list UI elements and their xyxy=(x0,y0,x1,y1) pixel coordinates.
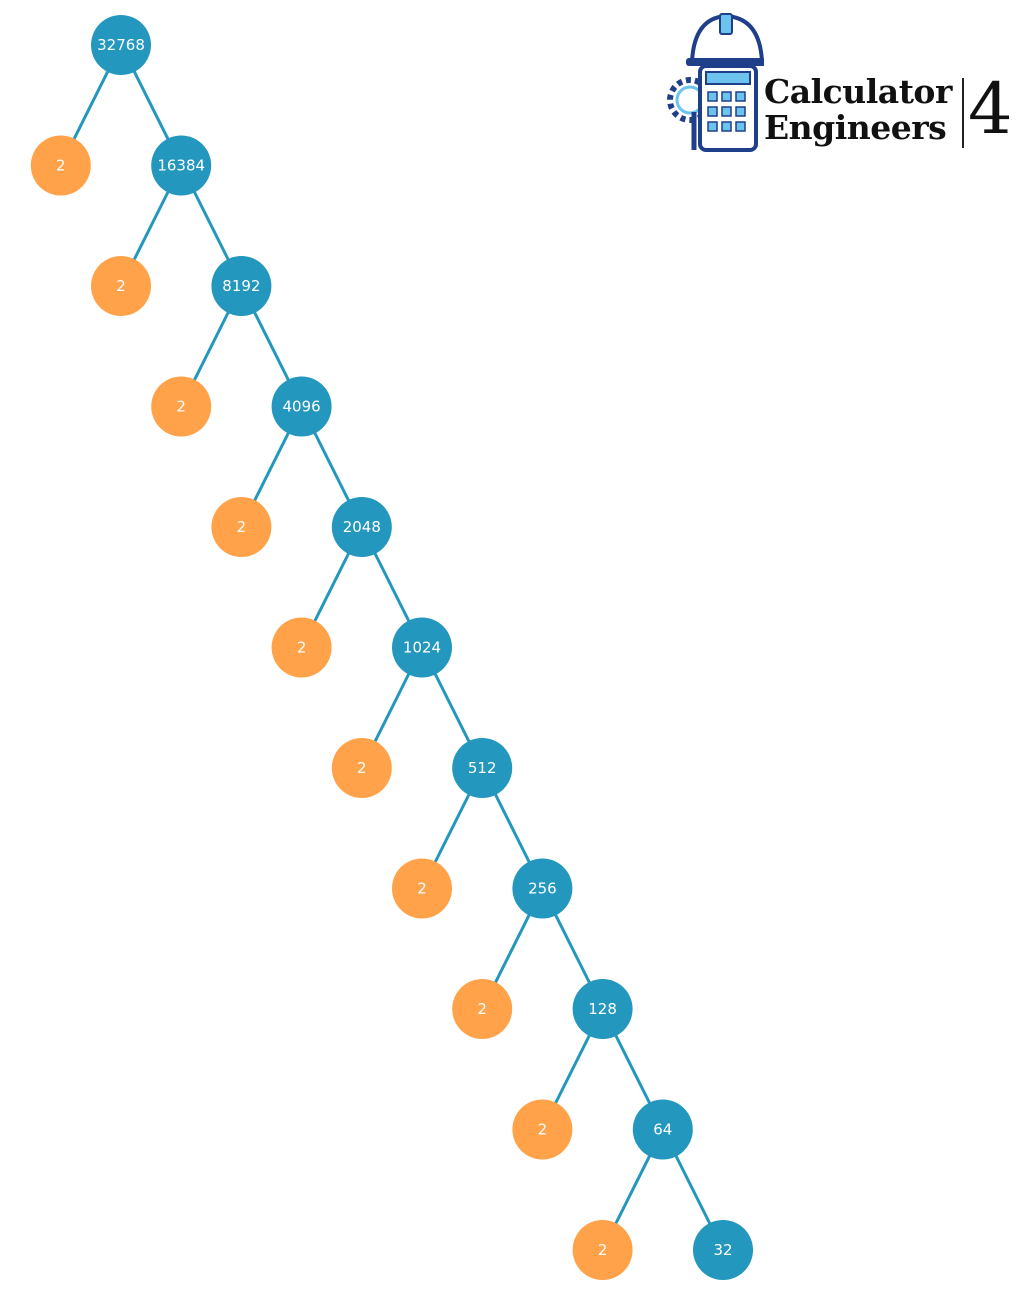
calculator-helmet-icon xyxy=(667,13,766,152)
composite-node: 4096 xyxy=(271,376,332,437)
logo-line-1: Calculator xyxy=(764,72,952,111)
composite-node-circle xyxy=(392,617,452,678)
prime-factor-node-circle xyxy=(452,979,513,1039)
tree-nodes: 2 32768 2 16384 2 8192 2 4096 2 2048 2 1024 2 512 2 256… xyxy=(30,15,753,1280)
composite-node-circle xyxy=(211,256,272,316)
prime-factor-node-label: 2 xyxy=(297,639,307,657)
prime-factor-node-label: 2 xyxy=(598,1241,608,1259)
logo-divider xyxy=(962,78,964,148)
composite-node: 2048 xyxy=(331,497,392,557)
composite-node: 32768 xyxy=(91,15,151,75)
prime-factor-node-label: 2 xyxy=(56,157,66,175)
prime-factor-node-circle xyxy=(512,1099,573,1160)
composite-node: 256 xyxy=(512,858,573,919)
prime-factor-node-label: 2 xyxy=(176,398,186,416)
composite-node: 1024 xyxy=(392,617,452,678)
composite-node-circle xyxy=(151,135,212,196)
prime-factor-node-circle xyxy=(30,135,91,196)
prime-factor-node-circle xyxy=(151,376,212,437)
prime-factor-node: 2 xyxy=(392,858,452,919)
composite-node: 128 xyxy=(572,979,633,1039)
composite-node: 512 xyxy=(452,738,513,798)
composite-node-circle xyxy=(693,1220,753,1280)
prime-factor-node-label: 2 xyxy=(116,277,126,295)
composite-node-label: 2048 xyxy=(343,518,381,536)
prime-factor-node: 2 xyxy=(151,376,212,437)
prime-factor-node: 2 xyxy=(512,1099,573,1160)
prime-factor-node-label: 2 xyxy=(357,759,367,777)
prime-factor-node-circle xyxy=(331,738,392,798)
tree-edges xyxy=(59,44,725,1251)
prime-factor-node: 2 xyxy=(331,738,392,798)
prime-factor-node: 2 xyxy=(452,979,513,1039)
composite-node-circle xyxy=(572,979,633,1039)
composite-node-label: 128 xyxy=(588,1000,617,1018)
composite-node-label: 8192 xyxy=(222,277,260,295)
calculator4engineers-logo[interactable]: Calculator Engineers 4 xyxy=(664,12,1014,162)
composite-node-label: 32768 xyxy=(97,36,145,54)
composite-node-label: 64 xyxy=(653,1121,672,1139)
composite-node: 8192 xyxy=(211,256,272,316)
prime-factor-node-circle xyxy=(91,256,151,316)
logo-wordmark: Calculator Engineers xyxy=(764,74,952,146)
prime-factor-node-label: 2 xyxy=(477,1000,487,1018)
prime-factor-node: 2 xyxy=(91,256,151,316)
prime-factor-node-circle xyxy=(211,497,272,557)
composite-node-label: 256 xyxy=(528,880,557,898)
logo-line-2: Engineers xyxy=(764,108,947,147)
prime-factor-node: 2 xyxy=(271,617,332,678)
prime-factor-node: 2 xyxy=(30,135,91,196)
composite-node-circle xyxy=(271,376,332,437)
prime-factor-node-label: 2 xyxy=(237,518,247,536)
prime-factor-node-circle xyxy=(271,617,332,678)
composite-node-circle xyxy=(632,1099,693,1160)
composite-node: 64 xyxy=(632,1099,693,1160)
composite-node-label: 32 xyxy=(713,1241,732,1259)
prime-factor-node-circle xyxy=(572,1220,633,1280)
composite-node-circle xyxy=(512,858,573,919)
composite-node-circle xyxy=(452,738,513,798)
composite-node-label: 16384 xyxy=(157,157,205,175)
prime-factor-node-circle xyxy=(392,858,452,919)
prime-factor-node-label: 2 xyxy=(417,880,427,898)
composite-node: 16384 xyxy=(151,135,212,196)
composite-node-circle xyxy=(331,497,392,557)
composite-node: 32 xyxy=(693,1220,753,1280)
prime-factor-node: 2 xyxy=(572,1220,633,1280)
composite-node-circle xyxy=(91,15,151,75)
prime-factor-node-label: 2 xyxy=(538,1121,548,1139)
composite-node-label: 4096 xyxy=(283,398,321,416)
prime-factor-node: 2 xyxy=(211,497,272,557)
composite-node-label: 1024 xyxy=(403,639,441,657)
composite-node-label: 512 xyxy=(468,759,497,777)
logo-number: 4 xyxy=(968,68,1013,150)
